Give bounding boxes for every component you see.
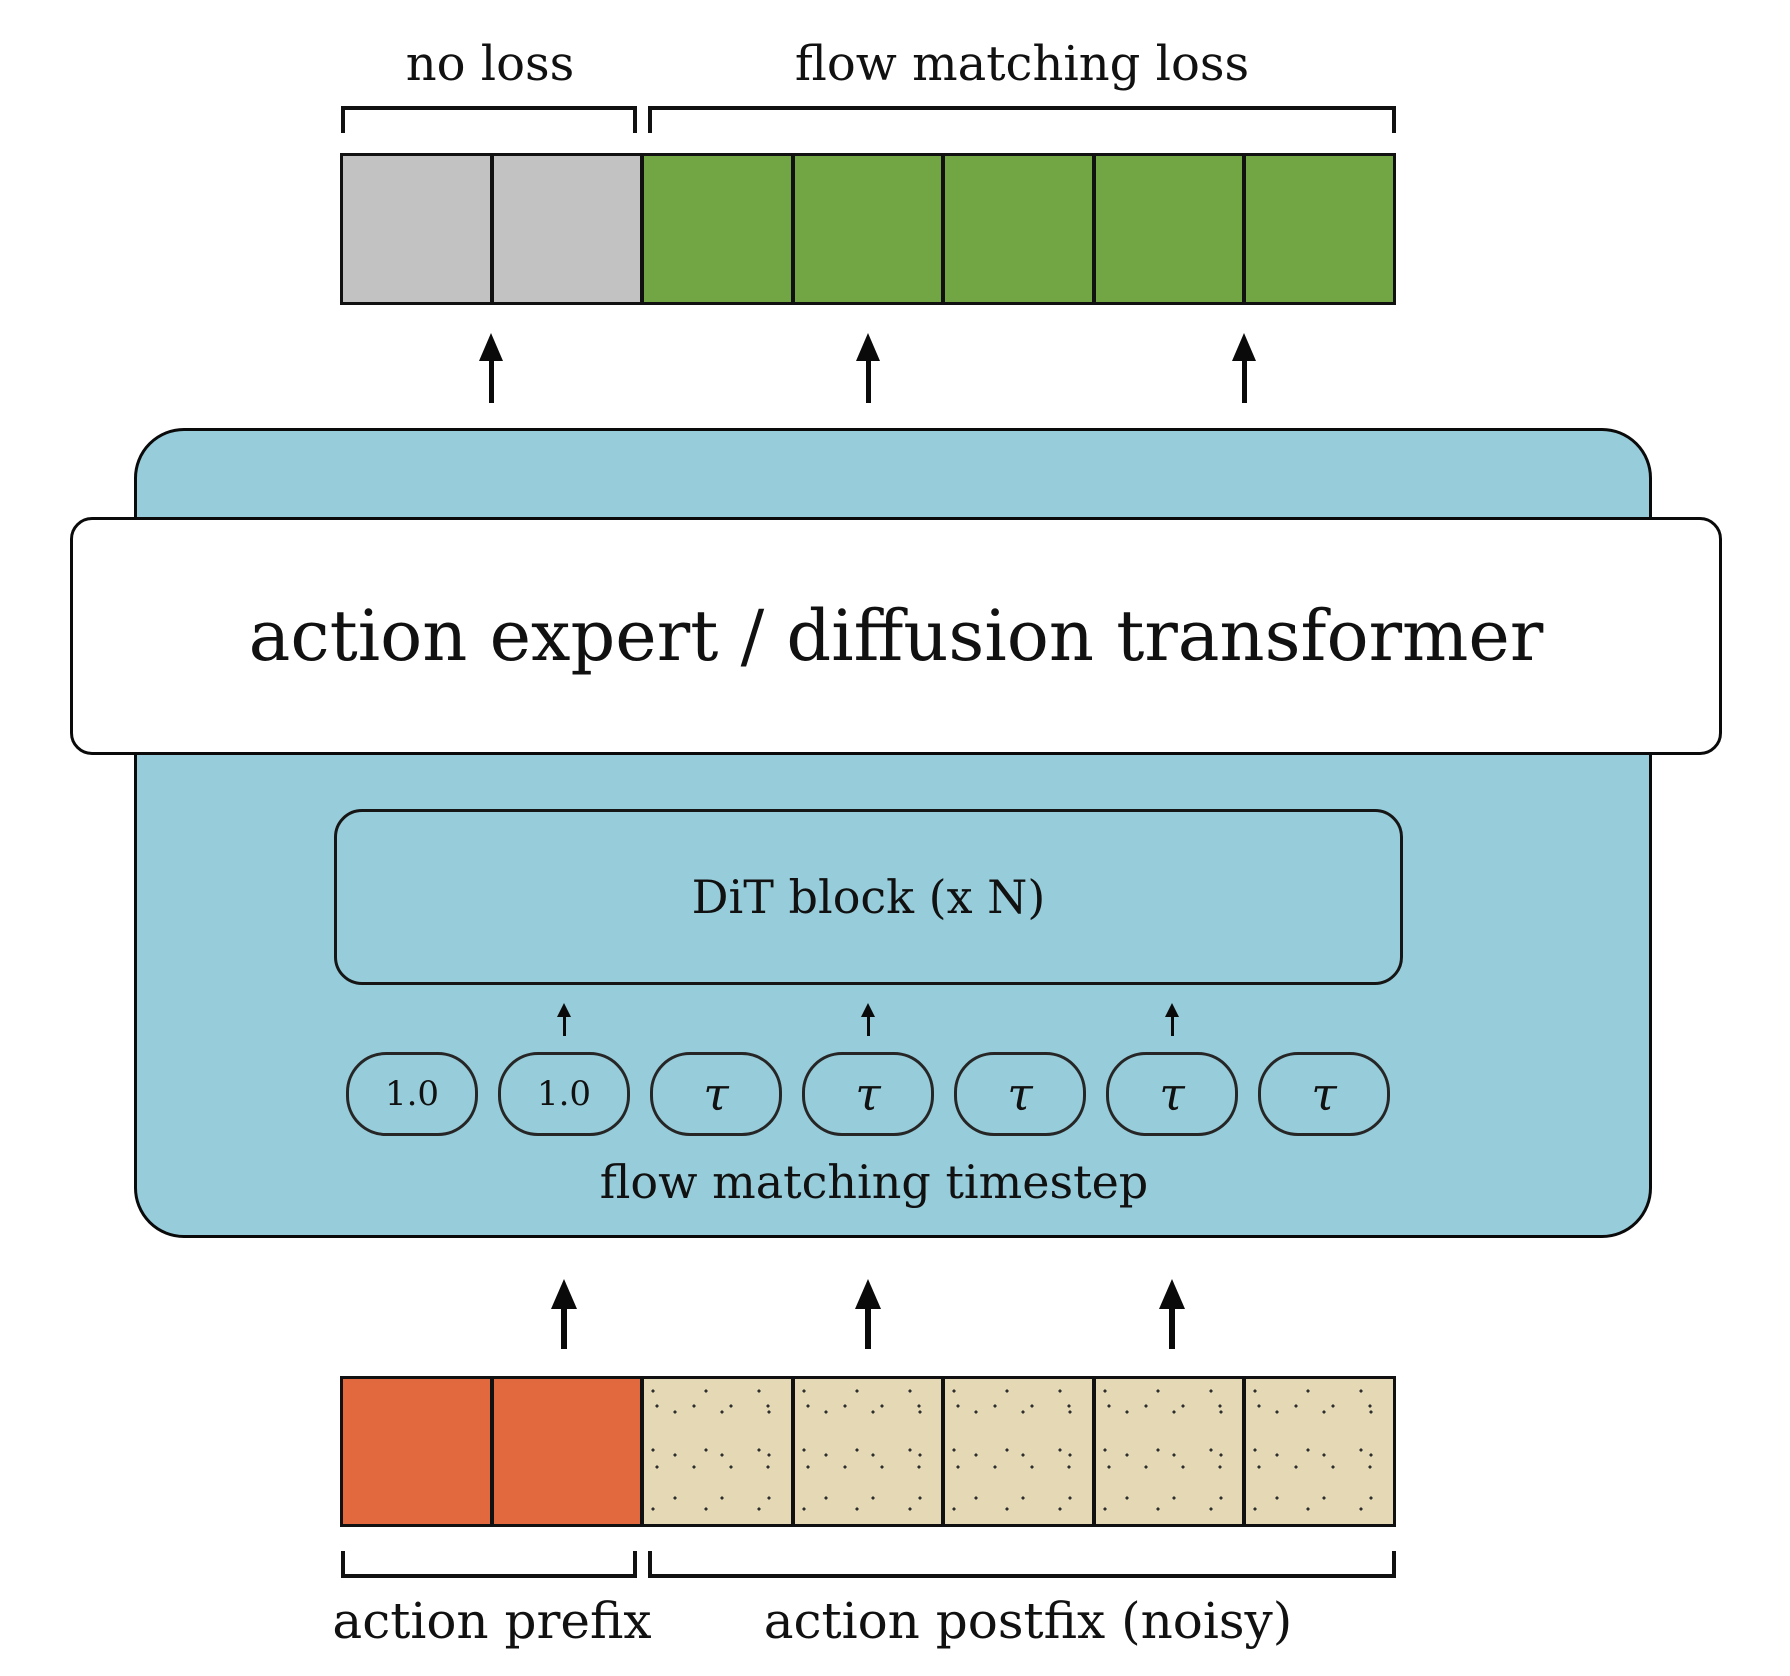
arrow-shaft: [1170, 1017, 1174, 1036]
arrow-shaft: [488, 361, 494, 403]
output-token-loss: [1242, 156, 1394, 302]
arrow-head-icon: [551, 1279, 577, 1309]
timestep-arrow-icon: [1165, 1003, 1179, 1036]
arrow-head-icon: [479, 333, 503, 361]
action-expert-title-box: action expert / diffusion transformer: [70, 517, 1722, 755]
input-arrow-icon: [1159, 1279, 1185, 1349]
output-token-no-loss: [489, 156, 641, 302]
no-loss-label: no loss: [405, 36, 575, 92]
timestep-pill: 1.0: [498, 1052, 630, 1136]
input-token-row: [340, 1376, 1396, 1527]
arrow-head-icon: [855, 1279, 881, 1309]
flow-matching-loss-bracket: [648, 106, 1396, 133]
timestep-pill: τ: [1106, 1052, 1238, 1136]
timestep-arrow-icon: [861, 1003, 875, 1036]
output-token-loss: [1091, 156, 1243, 302]
no-loss-bracket: [341, 106, 637, 133]
arrow-shaft: [865, 361, 871, 403]
input-token-prefix: [343, 1379, 490, 1524]
timestep-pill: τ: [650, 1052, 782, 1136]
timestep-pill-value: τ: [1311, 1067, 1337, 1121]
output-token-loss: [640, 156, 791, 302]
input-token-prefix: [489, 1379, 641, 1524]
timestep-pill-value: τ: [855, 1067, 881, 1121]
output-arrow-icon: [1232, 333, 1256, 403]
arrow-shaft: [561, 1309, 567, 1349]
input-token-noisy: [941, 1379, 1092, 1524]
input-token-noisy: [1242, 1379, 1394, 1524]
arrow-head-icon: [1159, 1279, 1185, 1309]
action-prefix-label: action prefix: [332, 1592, 652, 1650]
arrow-shaft: [1169, 1309, 1175, 1349]
arrow-head-icon: [1232, 333, 1256, 361]
action-postfix-label: action postfix (noisy): [763, 1592, 1293, 1650]
action-postfix-bracket: [648, 1551, 1396, 1578]
output-token-row: [340, 153, 1396, 305]
arrow-shaft: [866, 1017, 870, 1036]
output-token-loss: [790, 156, 942, 302]
timestep-pill-value: τ: [703, 1067, 729, 1121]
output-token-no-loss: [343, 156, 490, 302]
input-arrow-icon: [855, 1279, 881, 1349]
timestep-pill-value: 1.0: [536, 1074, 592, 1114]
arrow-shaft: [562, 1017, 566, 1036]
arrow-head-icon: [1165, 1003, 1179, 1017]
input-token-noisy: [640, 1379, 791, 1524]
arrow-shaft: [865, 1309, 871, 1349]
action-prefix-bracket: [341, 1551, 637, 1578]
action-expert-title: action expert / diffusion transformer: [248, 595, 1544, 677]
timestep-pill: τ: [802, 1052, 934, 1136]
arrow-head-icon: [861, 1003, 875, 1017]
output-arrow-icon: [856, 333, 880, 403]
input-token-noisy: [790, 1379, 942, 1524]
input-arrow-icon: [551, 1279, 577, 1349]
timestep-pill-value: 1.0: [384, 1074, 440, 1114]
dit-block-label: DiT block (x N): [691, 870, 1046, 924]
timestep-pill-value: τ: [1159, 1067, 1185, 1121]
timestep-pill: τ: [1258, 1052, 1390, 1136]
timestep-arrow-icon: [557, 1003, 571, 1036]
output-token-loss: [941, 156, 1092, 302]
output-arrow-icon: [479, 333, 503, 403]
flow-matching-timestep-label: flow matching timestep: [599, 1155, 1149, 1209]
arrow-head-icon: [557, 1003, 571, 1017]
input-token-noisy: [1091, 1379, 1243, 1524]
timestep-pill: τ: [954, 1052, 1086, 1136]
timestep-pill-value: τ: [1007, 1067, 1033, 1121]
arrow-head-icon: [856, 333, 880, 361]
timestep-pill: 1.0: [346, 1052, 478, 1136]
flow-matching-loss-label: flow matching loss: [794, 36, 1250, 92]
dit-block: DiT block (x N): [334, 809, 1403, 985]
arrow-shaft: [1241, 361, 1247, 403]
